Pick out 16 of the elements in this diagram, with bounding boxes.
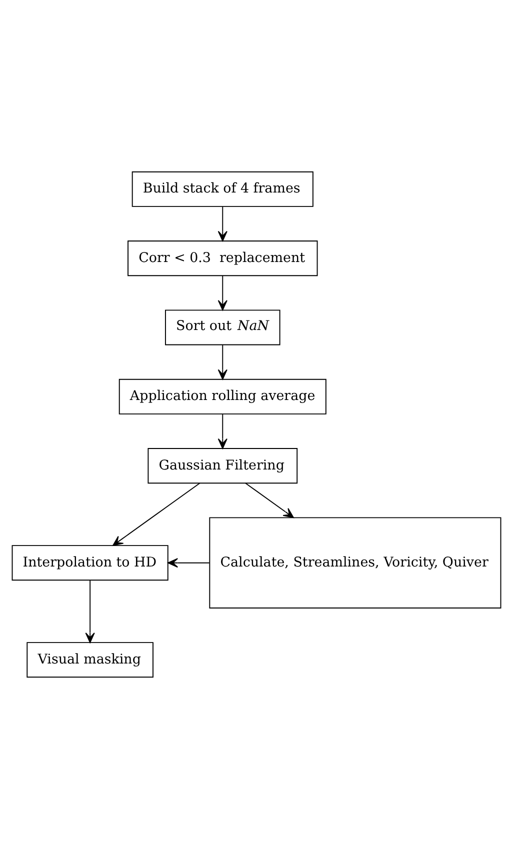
arrow bbox=[218, 206, 228, 242]
arrow bbox=[218, 414, 228, 449]
arrow bbox=[218, 344, 228, 380]
node-box: Calculate, Streamlines, Voricity, Quiver bbox=[209, 517, 502, 608]
arrow bbox=[218, 275, 228, 311]
node-box: Visual masking bbox=[26, 642, 154, 678]
arrow bbox=[168, 558, 210, 568]
node-box: Corr < 0.3 replacement bbox=[128, 240, 318, 276]
node-box: Sort out NaN bbox=[165, 310, 280, 346]
node-box: Gaussian Filtering bbox=[148, 448, 298, 484]
node-box: Interpolation to HD bbox=[12, 545, 168, 581]
arrow bbox=[244, 482, 294, 518]
arrow bbox=[112, 482, 200, 546]
arrow bbox=[85, 580, 95, 643]
node-box: Application rolling average bbox=[118, 378, 326, 414]
node-box: Build stack of 4 frames bbox=[132, 171, 314, 207]
